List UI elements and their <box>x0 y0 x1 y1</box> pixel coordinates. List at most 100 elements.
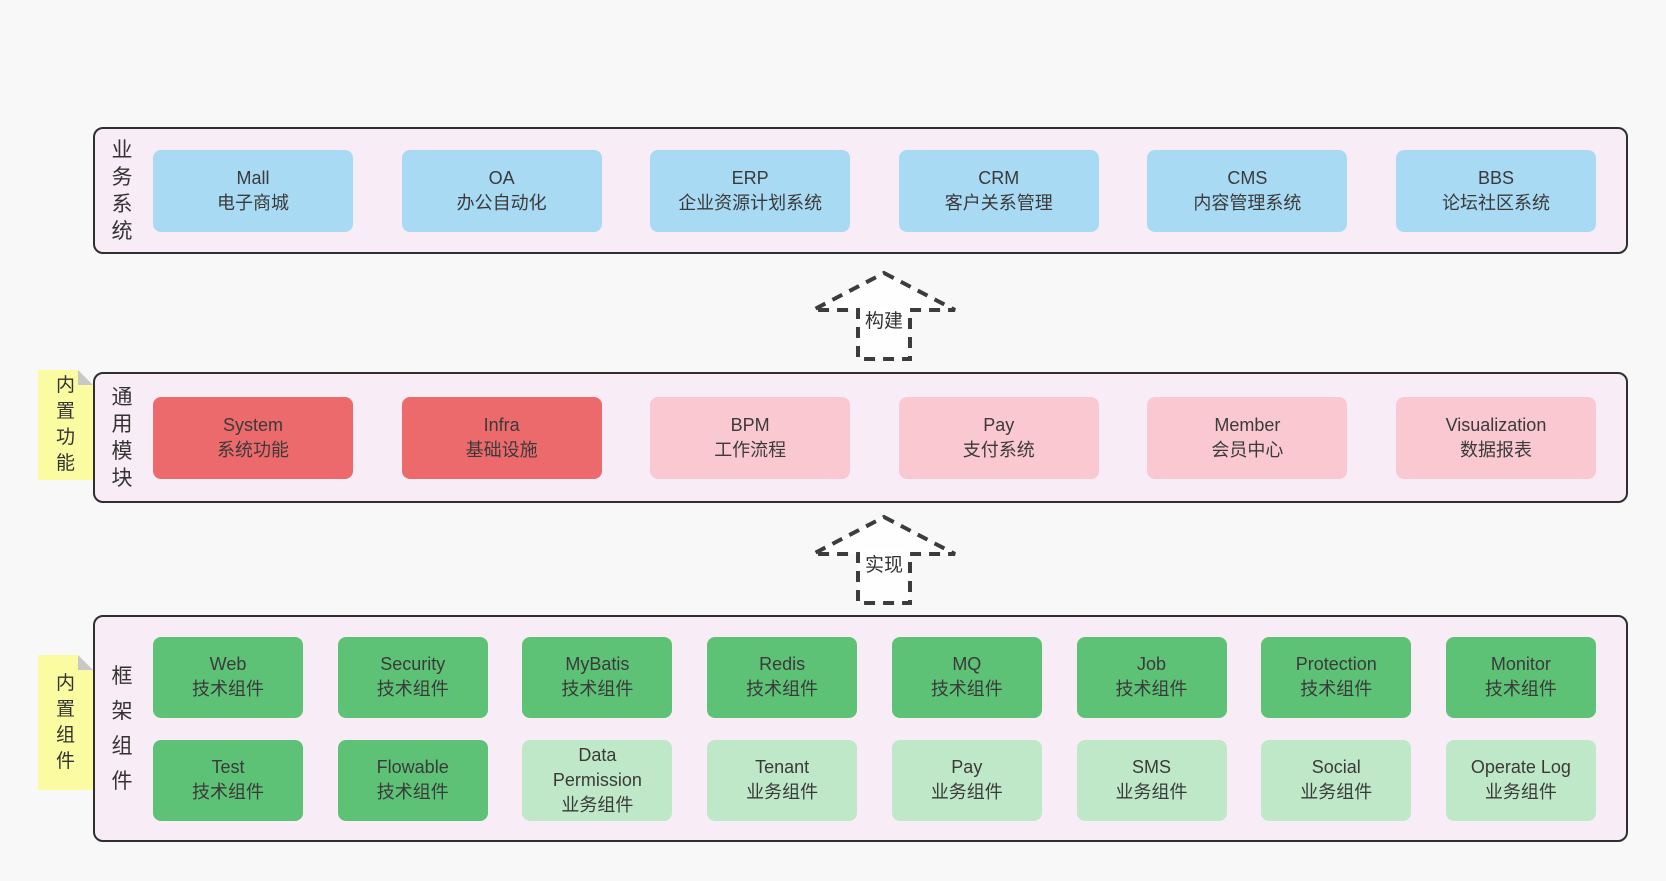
box-subtitle: 客户关系管理 <box>944 192 1053 213</box>
box-subtitle: 内容管理系统 <box>1193 192 1302 213</box>
box-sms: SMS 业务组件 <box>1076 739 1227 821</box>
box-title: Monitor <box>1490 654 1551 674</box>
box-title: Operate Log <box>1470 757 1571 777</box>
box-title: Visualization <box>1445 414 1547 435</box>
box-subtitle: 业务组件 <box>1484 782 1557 802</box>
box-protection: Protection 技术组件 <box>1261 636 1412 718</box>
box-subtitle: 技术组件 <box>1300 679 1373 699</box>
box-title: Infra <box>483 414 520 435</box>
box-subtitle: 电子商城 <box>217 192 289 213</box>
framework-row-2: Test 技术组件 Flowable 技术组件 Data Permission … <box>153 739 1596 821</box>
box-subtitle: 业务组件 <box>1300 782 1373 802</box>
box-subtitle: 业务组件 <box>561 794 634 815</box>
layer-business-systems: 业务系统 Mall 电子商城 OA 办公自动化 ERP 企业资源计划系统 CRM… <box>93 127 1628 254</box>
box-title: Data Permission <box>552 744 642 790</box>
arrow-label: 实现 <box>861 550 907 577</box>
box-title: Web <box>209 654 247 674</box>
box-bbs: BBS 论坛社区系统 <box>1395 149 1596 232</box>
box-title: BBS <box>1477 167 1514 188</box>
box-oa: OA 办公自动化 <box>401 149 602 232</box>
box-mybatis: MyBatis 技术组件 <box>522 636 673 718</box>
box-subtitle: 会员中心 <box>1211 439 1284 460</box>
box-test: Test 技术组件 <box>153 739 303 821</box>
framework-boxes-rows: Web 技术组件 Security 技术组件 MyBatis 技术组件 Redi… <box>153 636 1596 821</box>
box-title: System <box>222 414 283 435</box>
box-data-permission: Data Permission 业务组件 <box>522 739 673 821</box>
arrow-implement: 实现 <box>810 514 958 606</box>
box-tenant: Tenant 业务组件 <box>707 739 858 821</box>
box-mall: Mall 电子商城 <box>153 149 353 232</box>
box-job: Job 技术组件 <box>1076 636 1227 718</box>
box-infra: Infra 基础设施 <box>401 396 602 479</box>
box-title: Protection <box>1295 654 1377 674</box>
box-web: Web 技术组件 <box>153 636 303 718</box>
box-subtitle: 技术组件 <box>930 679 1003 699</box>
box-title: Mall <box>236 167 270 188</box>
box-cms: CMS 内容管理系统 <box>1147 149 1348 232</box>
framework-row-1: Web 技术组件 Security 技术组件 MyBatis 技术组件 Redi… <box>153 636 1596 718</box>
box-subtitle: 技术组件 <box>192 782 264 802</box>
box-subtitle: 技术组件 <box>746 679 819 699</box>
box-title: SMS <box>1132 757 1172 777</box>
arrow-label: 构建 <box>861 306 907 333</box>
sticky-note-label: 内置功能 <box>55 375 75 474</box>
box-title: OA <box>488 167 515 188</box>
box-subtitle: 技术组件 <box>376 782 449 802</box>
box-subtitle: 技术组件 <box>192 679 264 699</box>
box-crm: CRM 客户关系管理 <box>898 149 1099 232</box>
box-title: Redis <box>759 654 806 674</box>
box-subtitle: 支付系统 <box>962 439 1035 460</box>
box-redis: Redis 技术组件 <box>707 636 858 718</box>
layer-title: 通用模块 <box>111 385 133 490</box>
box-subtitle: 业务组件 <box>930 782 1003 802</box>
layer-framework-components: 框架组件 Web 技术组件 Security 技术组件 MyBatis 技术组件… <box>93 615 1628 842</box>
box-subtitle: 业务组件 <box>746 782 819 802</box>
box-title: Tenant <box>755 757 810 777</box>
box-system: System 系统功能 <box>153 396 353 479</box>
box-title: MyBatis <box>565 654 630 674</box>
box-title: Test <box>211 757 245 777</box>
box-title: Job <box>1137 654 1167 674</box>
box-title: CRM <box>978 167 1020 188</box>
box-title: Pay <box>951 757 983 777</box>
box-title: BPM <box>730 414 770 435</box>
box-operate-log: Operate Log 业务组件 <box>1445 739 1596 821</box>
business-boxes-row: Mall 电子商城 OA 办公自动化 ERP 企业资源计划系统 CRM 客户关系… <box>153 149 1596 232</box>
box-mq: MQ 技术组件 <box>891 636 1042 718</box>
box-security: Security 技术组件 <box>337 636 488 718</box>
box-social: Social 业务组件 <box>1261 739 1412 821</box>
layer-title: 框架组件 <box>111 664 133 793</box>
box-subtitle: 业务组件 <box>1115 782 1188 802</box>
modules-boxes-row: System 系统功能 Infra 基础设施 BPM 工作流程 Pay 支付系统… <box>153 396 1596 479</box>
box-flowable: Flowable 技术组件 <box>337 739 488 821</box>
box-visualization: Visualization 数据报表 <box>1395 396 1596 479</box>
box-erp: ERP 企业资源计划系统 <box>650 149 851 232</box>
box-title: Social <box>1311 757 1361 777</box>
box-subtitle: 技术组件 <box>561 679 634 699</box>
box-subtitle: 工作流程 <box>714 439 787 460</box>
box-bpm: BPM 工作流程 <box>650 396 851 479</box>
box-subtitle: 系统功能 <box>217 439 289 460</box>
box-pay-component: Pay 业务组件 <box>891 739 1042 821</box>
box-title: MQ <box>952 654 982 674</box>
box-title: ERP <box>731 167 769 188</box>
layer-title: 业务系统 <box>111 138 133 243</box>
sticky-note-builtin-features: 内置功能 <box>38 370 93 480</box>
sticky-note-label: 内置组件 <box>55 672 75 772</box>
box-title: Security <box>380 654 446 674</box>
sticky-note-builtin-components: 内置组件 <box>38 655 93 790</box>
box-title: Pay <box>983 414 1015 435</box>
box-member: Member 会员中心 <box>1147 396 1348 479</box>
box-pay-module: Pay 支付系统 <box>898 396 1099 479</box>
layer-common-modules: 通用模块 System 系统功能 Infra 基础设施 BPM 工作流程 Pay… <box>93 372 1628 503</box>
box-subtitle: 论坛社区系统 <box>1441 192 1550 213</box>
box-subtitle: 企业资源计划系统 <box>678 192 823 213</box>
box-subtitle: 技术组件 <box>1484 679 1557 699</box>
box-title: Flowable <box>376 757 449 777</box>
arrow-build: 构建 <box>810 270 958 362</box>
box-subtitle: 数据报表 <box>1459 439 1532 460</box>
box-title: Member <box>1214 414 1281 435</box>
box-subtitle: 技术组件 <box>376 679 449 699</box>
box-subtitle: 办公自动化 <box>456 192 547 213</box>
